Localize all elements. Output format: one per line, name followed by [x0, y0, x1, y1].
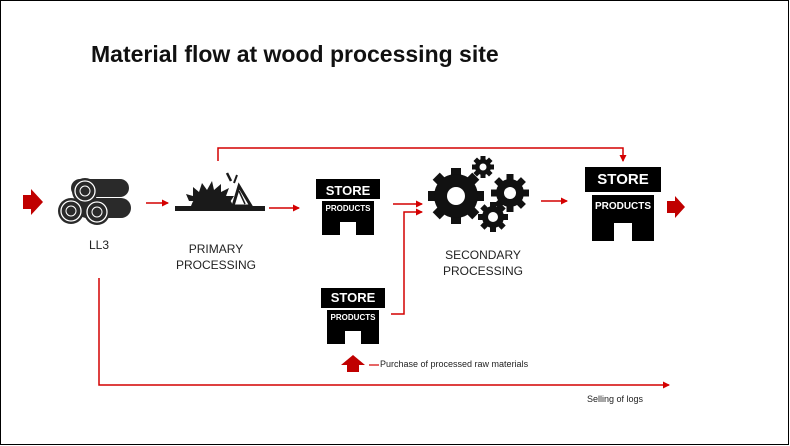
store-door — [340, 222, 356, 235]
logs-label: LL3 — [88, 238, 110, 252]
arrow-store3-to-secondary — [391, 208, 423, 315]
store-sign: STORE — [316, 179, 380, 199]
output-arrow-icon — [667, 196, 685, 218]
secondary-label-line1: SECONDARY — [445, 248, 521, 262]
arrow-selling-logs — [98, 278, 670, 389]
input-arrow-icon — [23, 189, 43, 215]
store-sign: STORE — [321, 288, 385, 308]
store-secondary-products: STORE PRODUCTS — [585, 167, 661, 241]
store-purchased-products: STORE PRODUCTS — [321, 288, 385, 344]
secondary-processing-label: SECONDARY PROCESSING — [431, 247, 535, 279]
selling-annotation: Selling of logs — [587, 394, 644, 404]
store-door — [614, 223, 632, 241]
primary-label-line1: PRIMARY — [188, 242, 244, 256]
page-title: Material flow at wood processing site — [91, 41, 499, 67]
primary-label-line2: PROCESSING — [175, 258, 256, 272]
purchase-up-arrow-icon — [341, 355, 365, 372]
store-primary-products: STORE PRODUCTS — [316, 179, 380, 235]
secondary-label-line2: PROCESSING — [442, 264, 523, 278]
store-door — [345, 331, 361, 344]
purchase-annotation: Purchase of processed raw materials — [380, 359, 529, 369]
gears-icon — [428, 156, 529, 232]
arrow-bypass-to-store — [217, 147, 627, 162]
logs-icon — [58, 178, 131, 225]
primary-processing-label: PRIMARY PROCESSING — [166, 241, 266, 273]
saw-icon — [175, 172, 265, 211]
store-sign: STORE — [585, 167, 661, 192]
